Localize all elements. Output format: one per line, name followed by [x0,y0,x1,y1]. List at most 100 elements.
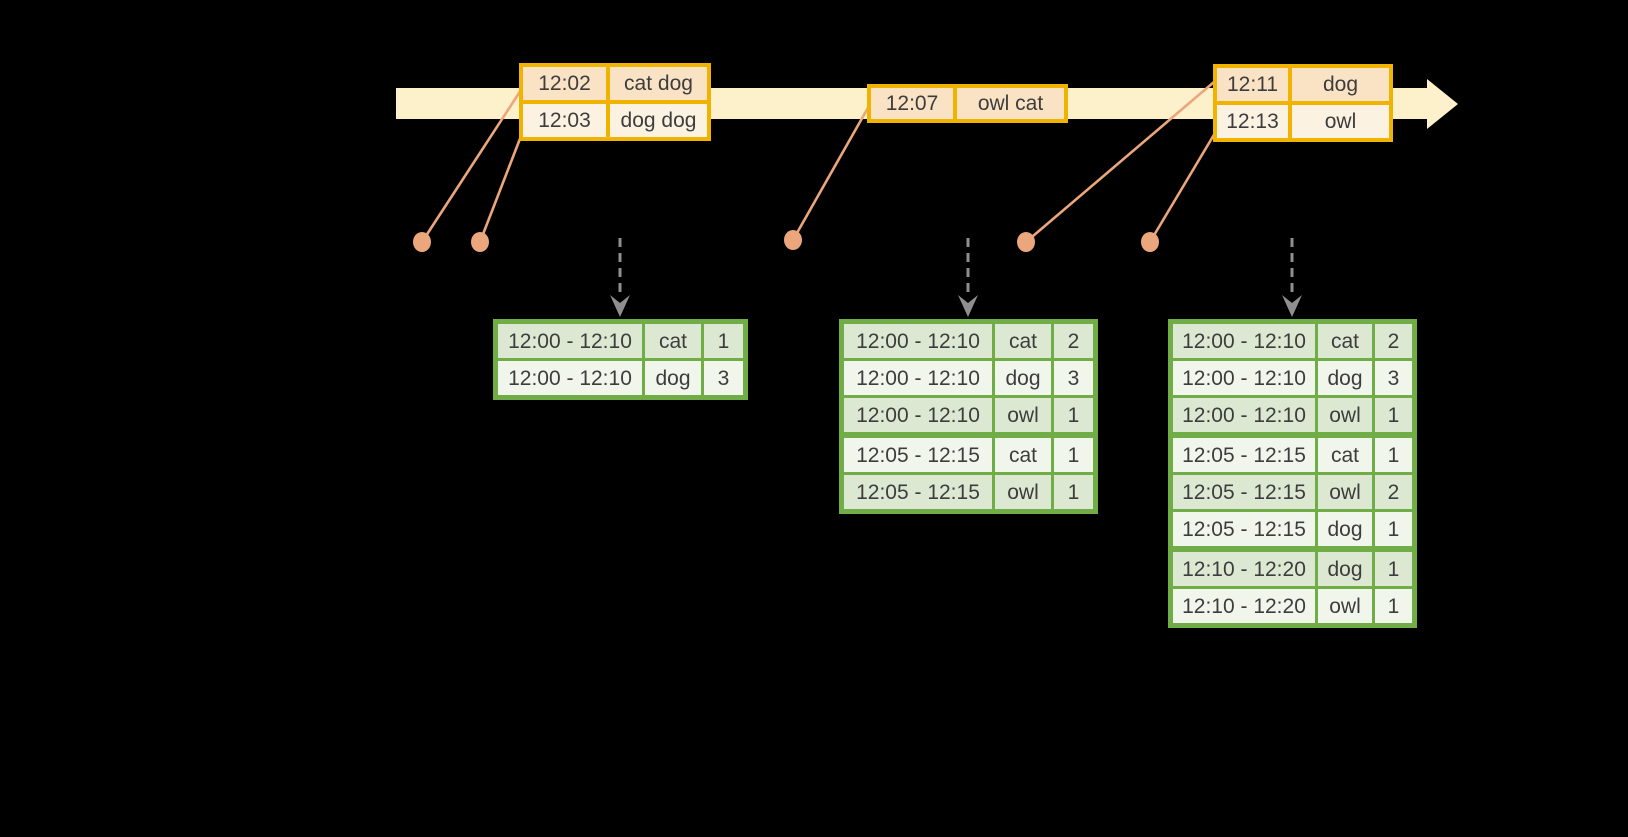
count-cell: 1 [1054,475,1093,509]
count-cell: 2 [1375,324,1412,358]
window-cell: 12:05 - 12:15 [1173,512,1315,546]
count-cell: 1 [1375,512,1412,546]
count-cell: 1 [1054,438,1093,472]
count-cell: 1 [1375,589,1412,623]
word-cell: cat [1318,324,1372,358]
event-connector-line [791,105,871,241]
window-cell: 12:00 - 12:10 [844,324,992,358]
count-cell: 1 [1054,398,1093,432]
window-cell: 12:00 - 12:10 [1173,398,1315,432]
count-cell: 1 [1375,438,1412,472]
word-cell: dog [1318,512,1372,546]
count-cell: 2 [1375,475,1412,509]
time-cell: 12:07 [871,88,953,119]
words-cell: dog dog [610,104,707,137]
words-cell: owl [1292,105,1389,138]
word-cell: owl [1318,475,1372,509]
words-cell: owl cat [957,88,1064,119]
word-cell: cat [995,438,1051,472]
window-cell: 12:05 - 12:15 [1173,475,1315,509]
event-dot [1141,232,1159,252]
count-cell: 3 [1054,361,1093,395]
word-cell: owl [995,398,1051,432]
count-cell: 1 [1375,398,1412,432]
word-cell: dog [1318,552,1372,586]
event-dot [784,230,802,250]
count-cell: 3 [704,361,743,395]
event-connector-line [1025,81,1215,243]
word-cell: owl [1318,589,1372,623]
word-cell: dog [1318,361,1372,395]
count-cell: 1 [704,324,743,358]
count-cell: 3 [1375,361,1412,395]
window-cell: 12:05 - 12:15 [844,475,992,509]
count-cell: 2 [1054,324,1093,358]
trigger-arrowhead-icon [958,295,978,317]
word-cell: dog [995,361,1051,395]
word-cell: owl [995,475,1051,509]
window-cell: 12:10 - 12:20 [1173,589,1315,623]
timeline-arrowhead-icon [1427,79,1458,129]
window-cell: 12:05 - 12:15 [1173,438,1315,472]
window-cell: 12:00 - 12:10 [844,398,992,432]
count-cell: 1 [1375,552,1412,586]
trigger-arrowhead-icon [1282,295,1302,317]
word-cell: dog [645,361,701,395]
words-cell: cat dog [610,67,707,100]
window-cell: 12:00 - 12:10 [1173,324,1315,358]
event-dot [1017,232,1035,252]
window-cell: 12:00 - 12:10 [1173,361,1315,395]
event-connector-line [1148,132,1217,243]
event-dot [471,232,489,252]
trigger-arrowhead-icon [610,295,630,317]
window-cell: 12:00 - 12:10 [844,361,992,395]
event-connector-line [420,89,523,243]
window-cell: 12:10 - 12:20 [1173,552,1315,586]
word-cell: cat [995,324,1051,358]
time-cell: 12:03 [523,104,606,137]
window-cell: 12:00 - 12:10 [498,324,642,358]
event-connector-line [478,130,525,243]
time-cell: 12:02 [523,67,606,100]
window-cell: 12:05 - 12:15 [844,438,992,472]
word-cell: owl [1318,398,1372,432]
word-cell: cat [1318,438,1372,472]
window-cell: 12:00 - 12:10 [498,361,642,395]
words-cell: dog [1292,68,1389,101]
time-cell: 12:11 [1217,68,1288,101]
time-cell: 12:13 [1217,105,1288,138]
